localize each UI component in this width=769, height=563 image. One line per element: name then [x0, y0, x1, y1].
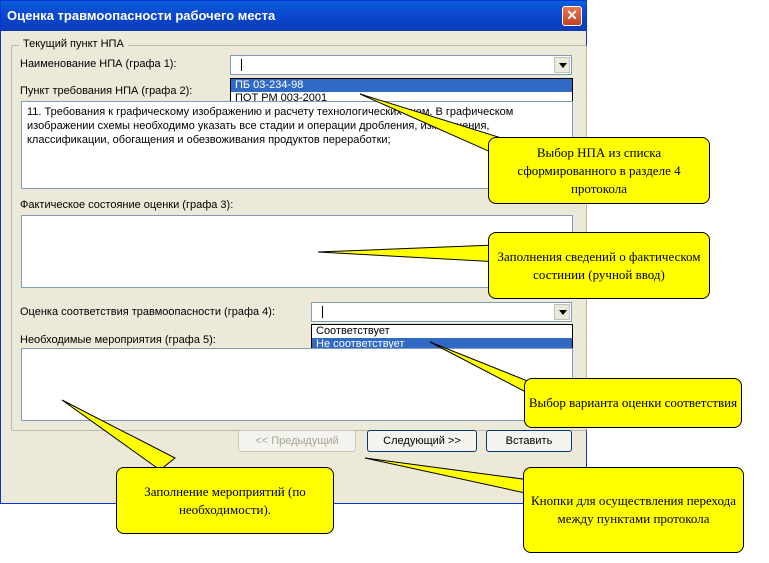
npa-name-label: Наименование НПА (графа 1): — [20, 58, 177, 70]
next-button[interactable]: Следующий >> — [367, 430, 477, 452]
actual-state-callout: Заполнения сведений о фактическом состин… — [488, 232, 710, 299]
requirement-label: Пункт требования НПА (графа 2): — [20, 85, 193, 97]
measures-callout: Заполнение мероприятий (по необходимости… — [116, 467, 334, 534]
assessment-option[interactable]: Соответствует — [316, 325, 390, 337]
insert-button[interactable]: Вставить — [486, 430, 572, 452]
measures-label: Необходимые мероприятия (графа 5): — [20, 334, 216, 346]
chevron-down-icon[interactable] — [554, 304, 570, 320]
previous-button[interactable]: << Предыдущий — [238, 430, 356, 452]
title-bar: Оценка травмоопасности рабочего места — [1, 1, 586, 31]
measures-textarea[interactable] — [21, 348, 573, 421]
assessment-label: Оценка соответствия травмоопасности (гра… — [20, 306, 276, 318]
npa-callout: Выбор НПА из списка сформированного в ра… — [488, 137, 710, 204]
assessment-combobox[interactable] — [311, 302, 572, 322]
buttons-callout: Кнопки для осуществления перехода между … — [523, 467, 744, 553]
text-caret — [322, 306, 323, 318]
close-icon[interactable]: ✕ — [562, 6, 582, 26]
group-title: Текущий пункт НПА — [19, 38, 128, 50]
assessment-callout: Выбор варианта оценки соответствия — [524, 378, 742, 428]
chevron-down-icon[interactable] — [554, 57, 570, 73]
npa-name-combobox[interactable] — [230, 55, 572, 75]
text-caret — [241, 59, 242, 71]
window-title: Оценка травмоопасности рабочего места — [7, 8, 276, 23]
actual-state-label: Фактическое состояние оценки (графа 3): — [20, 199, 234, 211]
npa-option[interactable]: ПБ 03-234-98 — [231, 79, 572, 92]
